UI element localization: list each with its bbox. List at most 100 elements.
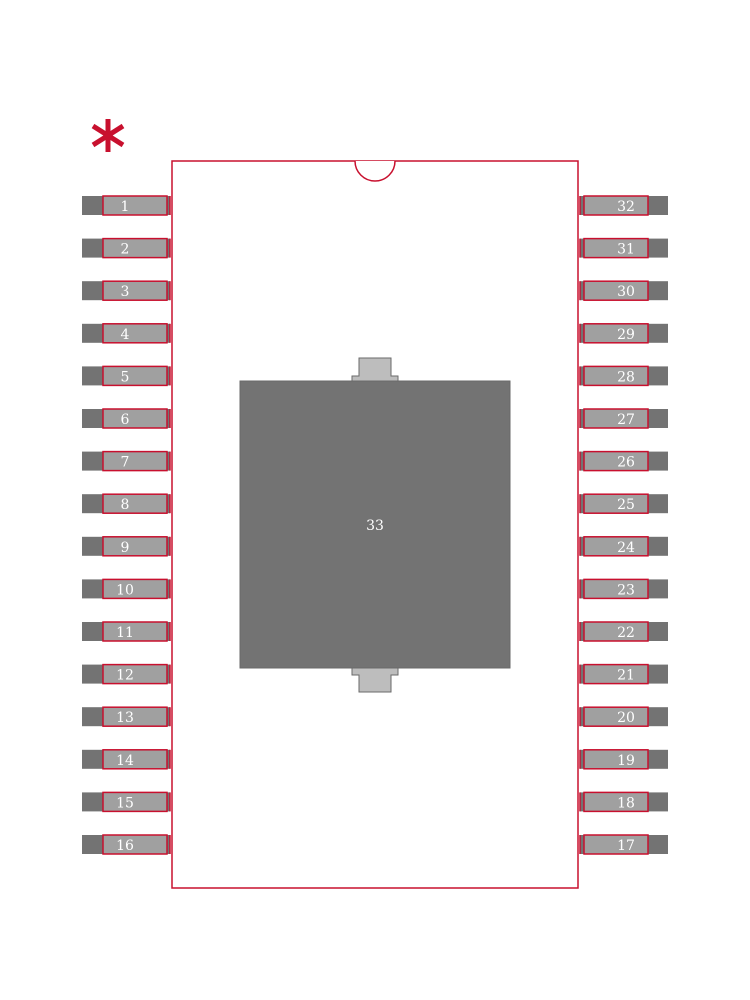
pin-label: 20 — [617, 710, 635, 726]
pin-label: 27 — [617, 412, 635, 428]
pin-pad — [102, 237, 168, 259]
pin-label: 22 — [617, 625, 635, 641]
pin-pad — [102, 834, 168, 855]
pin-pad — [583, 408, 649, 429]
pin-20: 20 — [579, 706, 668, 727]
thermal-pad-bottom-tab — [351, 667, 399, 693]
pin-24: 24 — [579, 536, 668, 557]
pin-label: 28 — [617, 369, 635, 385]
pin-label: 9 — [121, 540, 130, 556]
pin-pad — [583, 280, 649, 301]
pin-label: 1 — [121, 199, 130, 215]
pin-pad — [102, 749, 168, 770]
pin-pad — [583, 578, 649, 600]
pin-12: 12 — [82, 663, 171, 685]
pin-3: 3 — [82, 280, 171, 301]
pin-pad — [583, 365, 649, 387]
pin-22: 22 — [579, 621, 668, 642]
pin-11: 11 — [82, 621, 171, 642]
pin-pad — [102, 195, 168, 216]
pin-label: 23 — [617, 582, 635, 598]
pin-9: 9 — [82, 536, 171, 557]
pin-15: 15 — [82, 791, 171, 813]
pin-label: 29 — [617, 327, 635, 343]
pin-10: 10 — [82, 578, 171, 600]
pin-pad — [102, 493, 168, 514]
pin-label: 25 — [617, 497, 635, 513]
thermal-pad-label: 33 — [366, 518, 384, 534]
pin-7: 7 — [82, 450, 171, 472]
pin-label: 13 — [116, 710, 134, 726]
pin-19: 19 — [579, 749, 668, 770]
pin-1: 1 — [82, 195, 171, 216]
pin-label: 16 — [116, 838, 134, 854]
pin-pad — [102, 408, 168, 429]
pin-label: 7 — [121, 455, 130, 471]
pin-30: 30 — [579, 280, 668, 301]
pin-31: 31 — [579, 237, 668, 259]
pin-14: 14 — [82, 749, 171, 770]
pin-label: 32 — [617, 199, 635, 215]
pin-16: 16 — [82, 834, 171, 855]
pin-pad — [102, 280, 168, 301]
pin-pad — [583, 834, 649, 855]
pin-label: 24 — [617, 540, 635, 556]
pin-27: 27 — [579, 408, 668, 429]
orientation-notch — [354, 160, 396, 182]
pin-label: 17 — [617, 838, 635, 854]
pin-8: 8 — [82, 493, 171, 514]
thermal-pad-top-tab — [351, 357, 399, 383]
pin-17: 17 — [579, 834, 668, 855]
pin-pad — [102, 791, 168, 813]
pin-pad — [102, 365, 168, 387]
pin-label: 30 — [617, 284, 635, 300]
pin-label: 15 — [116, 795, 134, 811]
pin-label: 11 — [116, 625, 134, 641]
pin-pad — [583, 706, 649, 727]
pin-5: 5 — [82, 365, 171, 387]
pin-pad — [102, 323, 168, 344]
pin-label: 10 — [116, 582, 134, 598]
pin-pad — [102, 536, 168, 557]
pin-26: 26 — [579, 450, 668, 472]
pin-21: 21 — [579, 663, 668, 685]
pin-32: 32 — [579, 195, 668, 216]
pin-pad — [102, 578, 168, 600]
pin-pad — [583, 195, 649, 216]
pin-label: 6 — [121, 412, 130, 428]
pin-pad — [583, 749, 649, 770]
pin-label: 19 — [617, 753, 635, 769]
pin1-marker-icon — [91, 119, 125, 152]
pin-label: 14 — [116, 753, 134, 769]
pin-28: 28 — [579, 365, 668, 387]
pin-label: 8 — [121, 497, 130, 513]
pin-pad — [583, 536, 649, 557]
pin-pad — [583, 323, 649, 344]
thermal-pad: 33 — [239, 357, 511, 693]
pin-25: 25 — [579, 493, 668, 514]
pin-label: 4 — [121, 327, 130, 343]
pin-pad — [102, 621, 168, 642]
pin-pad — [102, 450, 168, 472]
pin-4: 4 — [82, 323, 171, 344]
pin-label: 26 — [617, 455, 635, 471]
pin-29: 29 — [579, 323, 668, 344]
pin-label: 31 — [617, 242, 635, 258]
pin-label: 18 — [617, 795, 635, 811]
thermal-pad-body — [239, 380, 511, 669]
pin-label: 2 — [121, 242, 130, 258]
pin-label: 3 — [121, 284, 130, 300]
pin-label: 12 — [116, 668, 134, 684]
pin-pad — [583, 450, 649, 472]
pin-pad — [583, 493, 649, 514]
pin-label: 5 — [121, 369, 130, 385]
pin-18: 18 — [579, 791, 668, 813]
pin-pad — [102, 706, 168, 727]
pin-6: 6 — [82, 408, 171, 429]
pin-pad — [583, 237, 649, 259]
pin-13: 13 — [82, 706, 171, 727]
right-pin-row: 32 31 30 29 28 27 26 25 24 23 22 21 20 19 18 17 — [579, 195, 668, 855]
